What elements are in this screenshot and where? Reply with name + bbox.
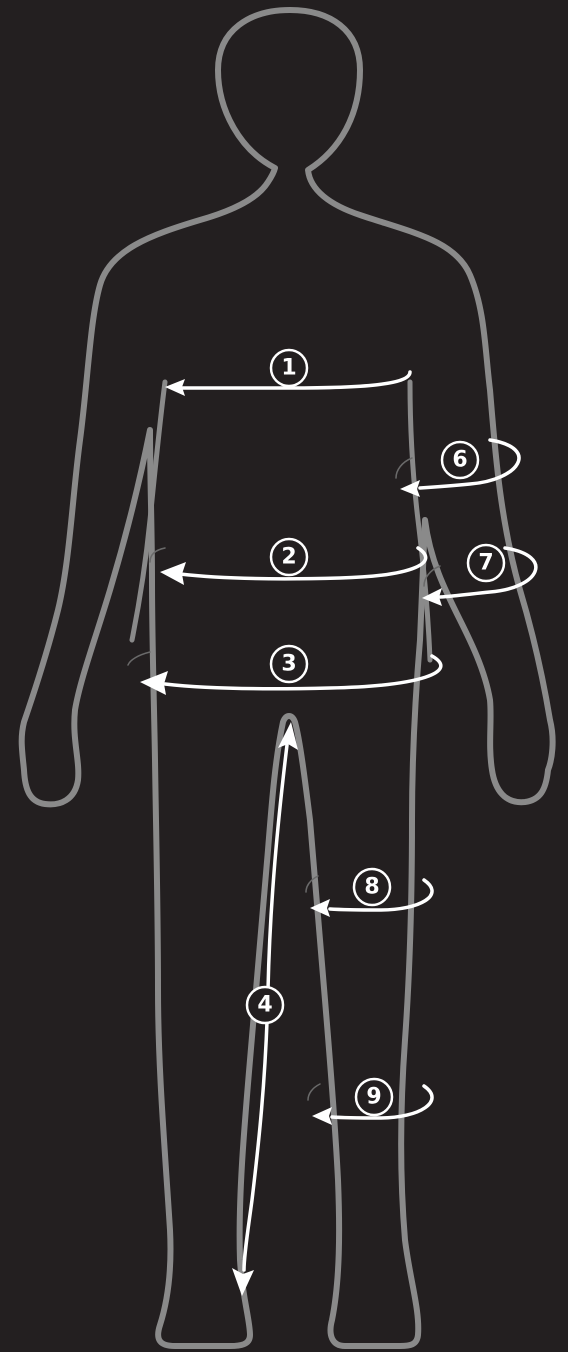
hips-back-stroke (128, 652, 150, 665)
chest-measurement: 1 (165, 350, 410, 396)
badge-7-label: 7 (478, 551, 493, 576)
upper-arm-arrowhead (400, 480, 420, 497)
badge-6-label: 6 (452, 448, 467, 473)
chest-arrowhead (165, 379, 185, 396)
waist-arrowhead (160, 562, 186, 585)
waist-measurement: 2 (150, 539, 426, 585)
badge-3-label: 3 (281, 652, 296, 677)
badge-8-label: 8 (364, 875, 379, 900)
badge-1-label: 1 (281, 356, 296, 381)
hips-measurement: 3 (128, 646, 441, 695)
upper-arm-back-stroke (396, 458, 412, 478)
calf-measurement: 9 (308, 1079, 432, 1125)
calf-back-stroke (308, 1084, 320, 1100)
calf-arrowhead (312, 1107, 332, 1125)
left-inner-arm-line (132, 382, 165, 640)
badge-4-label: 4 (257, 993, 272, 1018)
badge-9-label: 9 (366, 1085, 381, 1110)
badge-2-label: 2 (281, 545, 296, 570)
